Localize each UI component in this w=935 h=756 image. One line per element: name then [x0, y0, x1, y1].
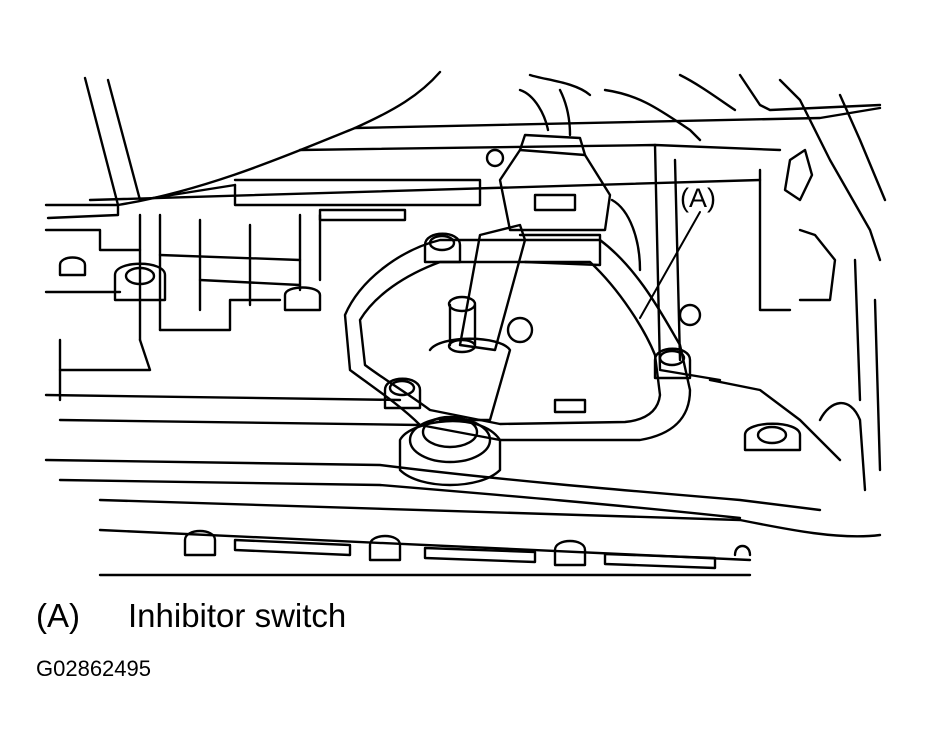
callout-label: (A) [680, 183, 716, 213]
lower-rail [98, 528, 752, 577]
legend-key: (A) [36, 597, 80, 634]
valve-body [44, 106, 882, 538]
switch-connector [498, 133, 642, 272]
figure-code: G02862495 [36, 656, 151, 681]
right-frame [653, 73, 887, 492]
legend-text: Inhibitor switch [128, 597, 347, 634]
inhibitor-switch [343, 238, 692, 442]
selector-lever [398, 223, 527, 487]
wiring-harness [518, 73, 737, 142]
mounting-bolts [58, 148, 802, 452]
transmission-illustration: (A) [44, 70, 887, 577]
callout-a: (A) [639, 183, 716, 319]
